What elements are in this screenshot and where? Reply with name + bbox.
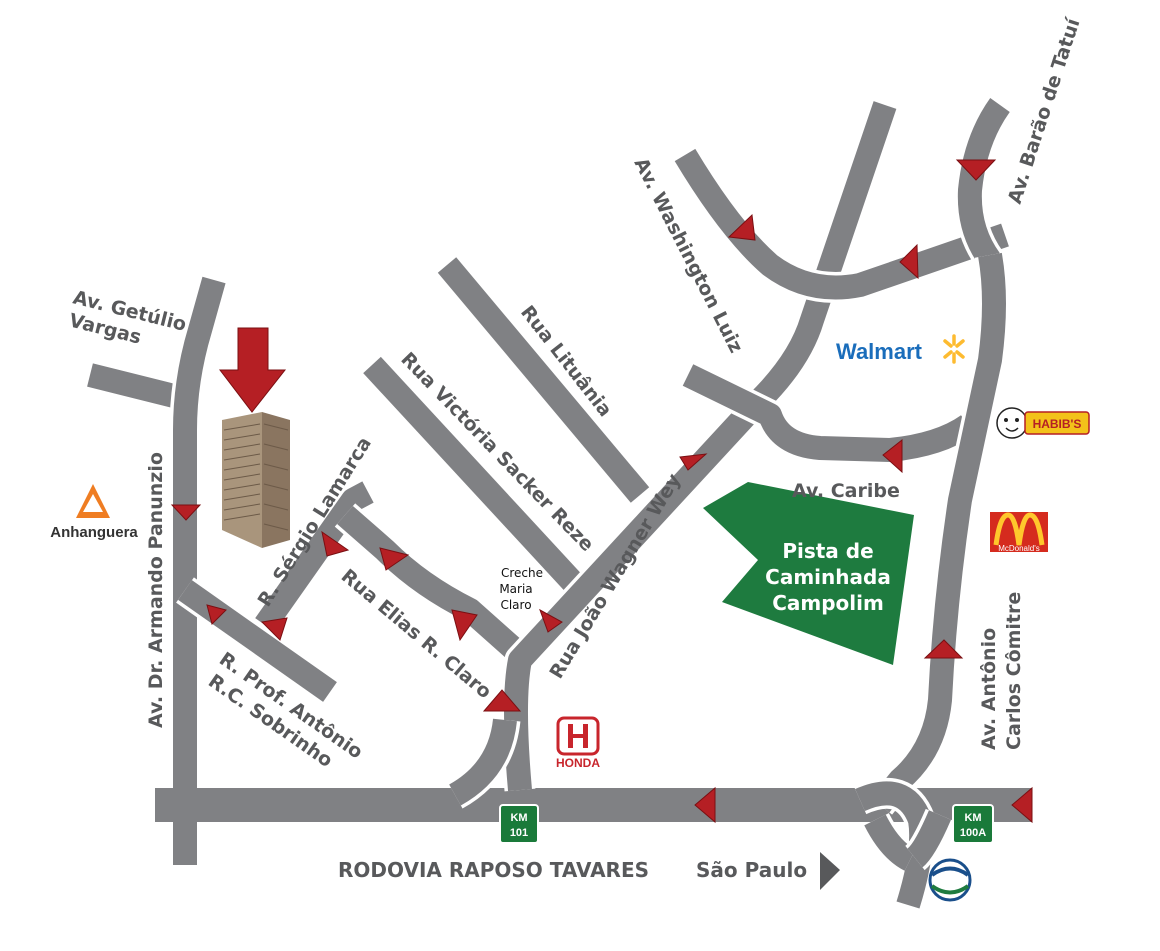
mcdonalds-logo: McDonald's xyxy=(990,512,1048,553)
arrow-marker xyxy=(882,438,903,474)
svg-text:100A: 100A xyxy=(960,827,986,839)
km-100a-sign: KM 100A xyxy=(952,804,994,844)
arrow-marker xyxy=(923,639,964,659)
svg-text:Walmart: Walmart xyxy=(836,339,923,364)
arrow-marker xyxy=(694,786,716,824)
arrow-marker xyxy=(727,213,756,241)
destination-marker xyxy=(218,327,290,548)
label-panunzio: Av. Dr. Armando Panunzio xyxy=(145,452,167,728)
arrow-marker xyxy=(539,608,563,633)
arrow-marker xyxy=(482,689,522,712)
arrow-marker xyxy=(451,609,478,642)
red-down-arrow-icon xyxy=(218,327,287,413)
arrow-marker xyxy=(955,159,997,181)
walmart-logo: Walmart xyxy=(836,334,965,364)
honda-logo: HONDA xyxy=(556,716,600,770)
label-barao: Av. Barão de Tatuí xyxy=(1004,14,1085,206)
anhanguera-logo: Anhanguera xyxy=(50,484,138,541)
arrow-marker xyxy=(206,604,227,625)
habibs-logo: HABIB'S xyxy=(996,407,1090,439)
direction-arrows xyxy=(170,159,1033,824)
label-rodovia: RODOVIA RAPOSO TAVARES xyxy=(338,858,649,882)
arrow-marker xyxy=(170,504,202,521)
park-label-2: Caminhada xyxy=(765,565,891,589)
direction-chevron-icon xyxy=(820,852,840,890)
svg-text:McDonald's: McDonald's xyxy=(998,544,1040,553)
park-label-3: Campolim xyxy=(772,591,884,615)
building-icon xyxy=(222,412,290,548)
svg-text:KM: KM xyxy=(964,812,981,824)
park-label-1: Pista de xyxy=(782,539,873,563)
label-saopaulo: São Paulo xyxy=(696,858,807,882)
svg-text:101: 101 xyxy=(510,827,528,839)
km-101-sign: KM 101 xyxy=(499,804,539,844)
spark-icon xyxy=(943,334,965,364)
arrow-marker xyxy=(1011,786,1033,824)
park-area xyxy=(703,482,914,665)
svg-text:Anhanguera: Anhanguera xyxy=(50,524,138,541)
creche-line-3: Claro xyxy=(500,598,531,612)
label-caribe: Av. Caribe xyxy=(792,480,900,502)
svg-text:KM: KM xyxy=(510,812,527,824)
arrow-marker xyxy=(260,617,288,641)
gas-station-logo xyxy=(928,858,972,902)
arrow-marker xyxy=(379,547,410,571)
creche-line-1: Creche xyxy=(501,566,543,580)
label-carlos-2: Carlos Cômitre xyxy=(1003,592,1025,750)
arrow-marker xyxy=(899,243,919,280)
arrow-marker xyxy=(679,453,708,471)
creche-line-2: Maria xyxy=(499,582,532,596)
label-carlos-1: Av. Antônio xyxy=(978,628,1000,750)
arrow-marker xyxy=(321,530,350,557)
svg-text:HABIB'S: HABIB'S xyxy=(1033,417,1082,431)
svg-text:HONDA: HONDA xyxy=(556,756,600,770)
